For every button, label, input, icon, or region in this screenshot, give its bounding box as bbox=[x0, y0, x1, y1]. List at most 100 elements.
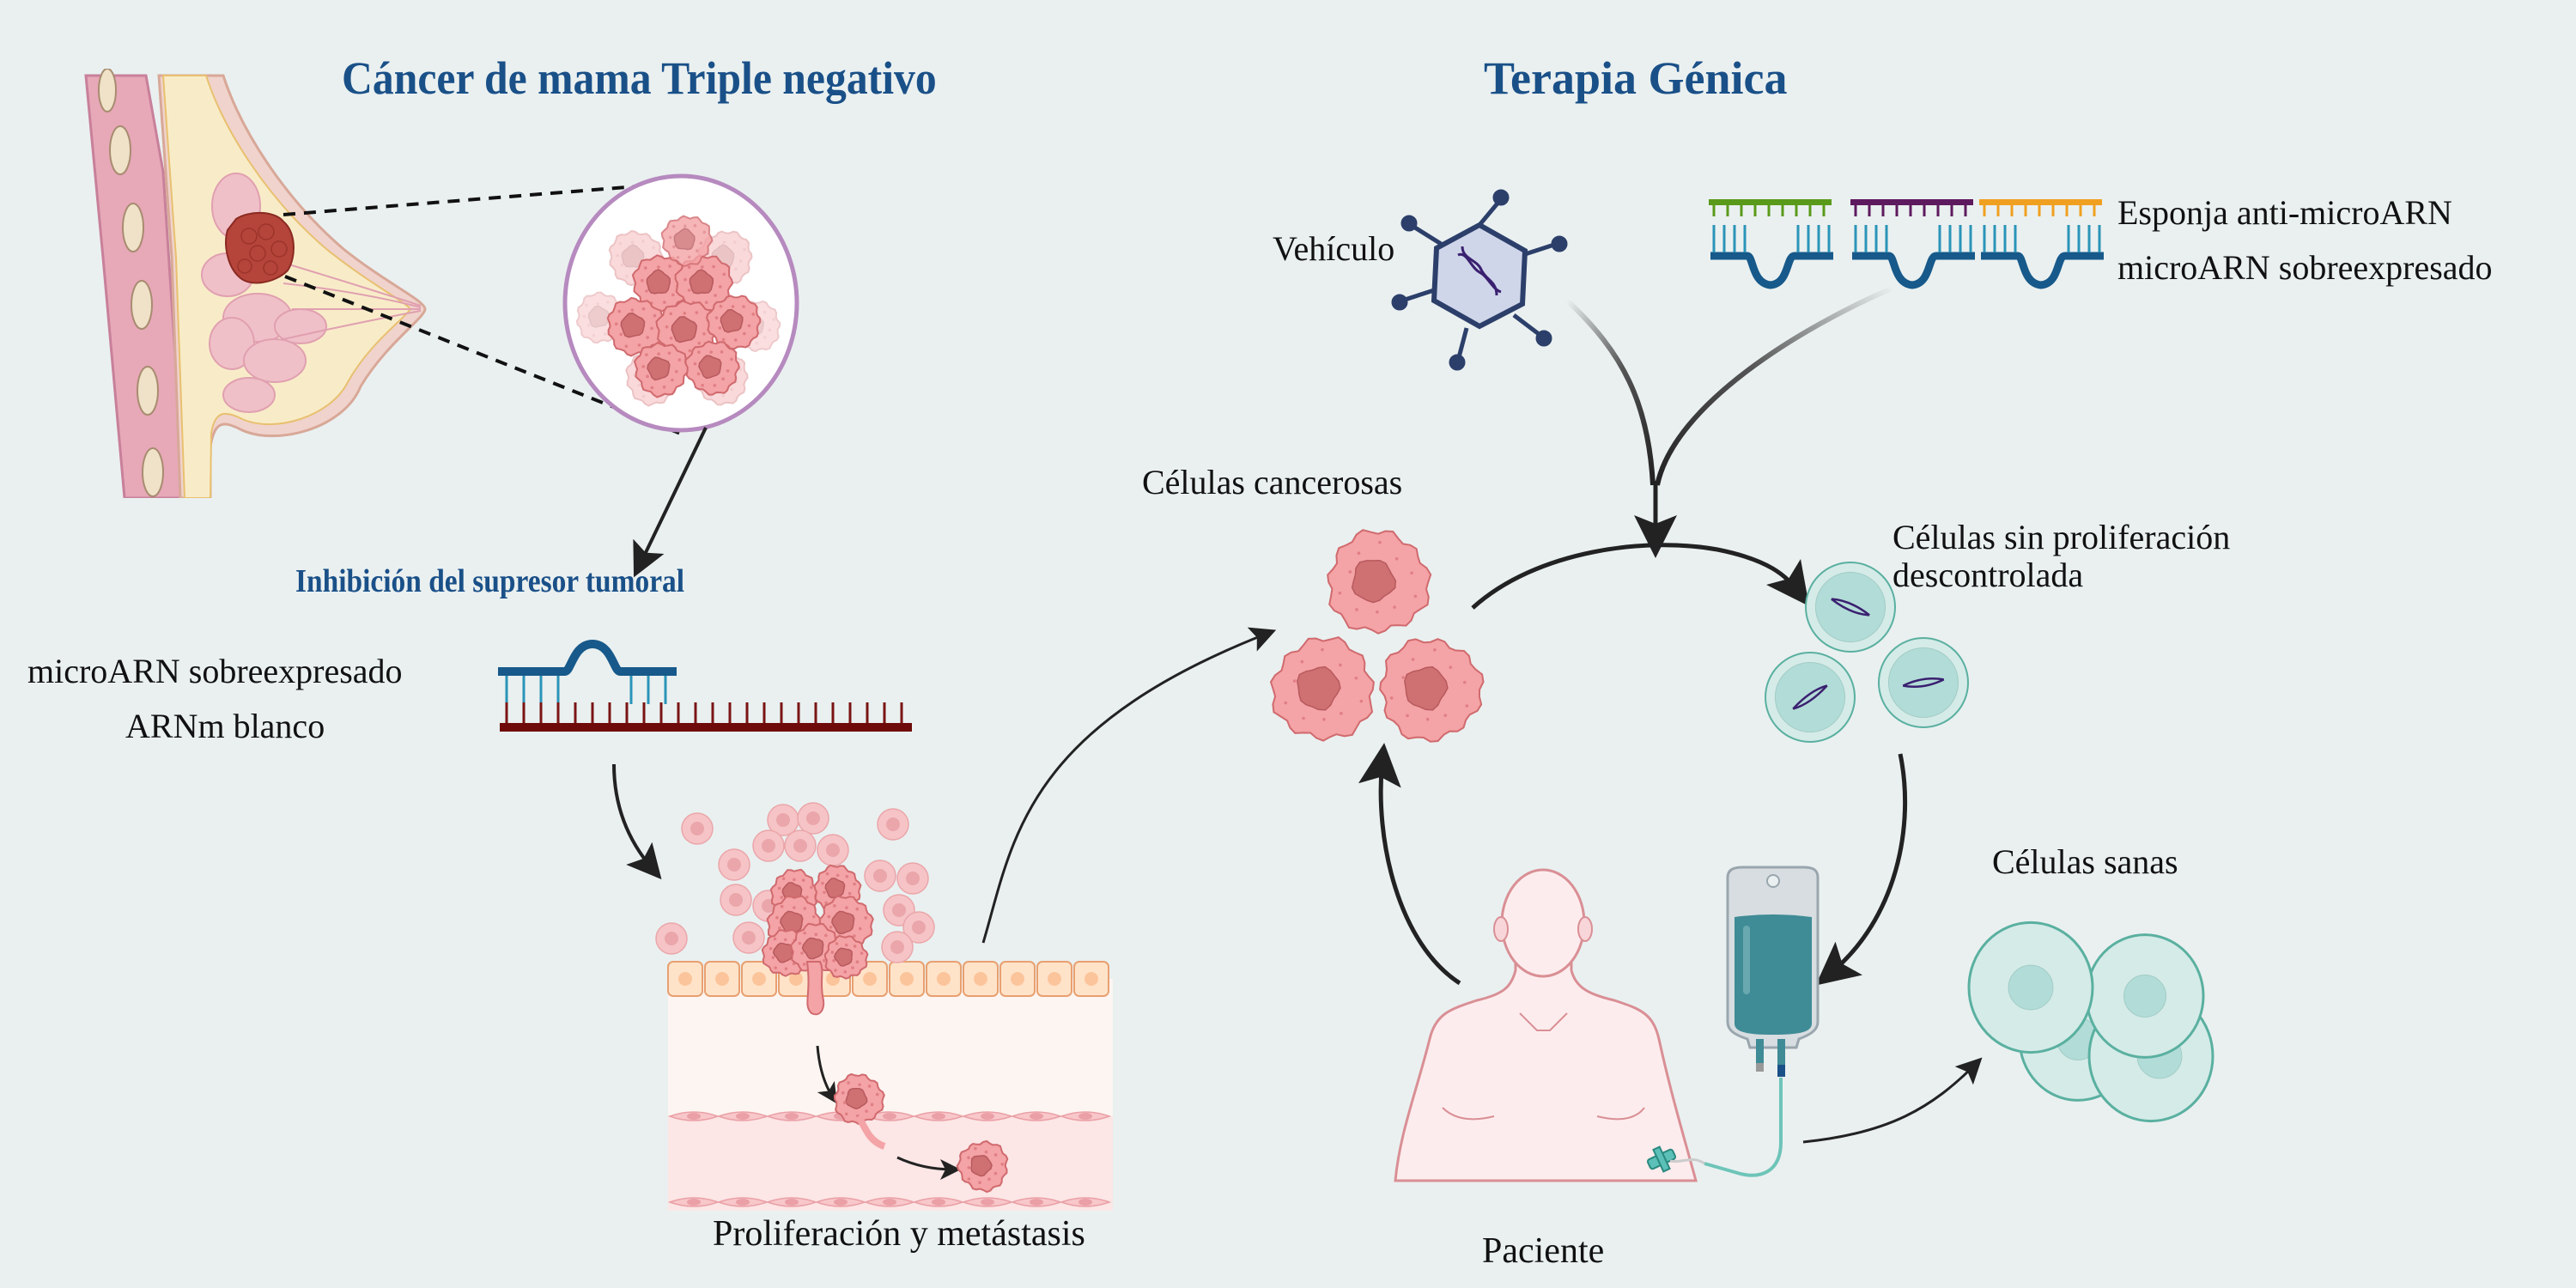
arrow-vehicle-to-merge bbox=[1564, 298, 1656, 486]
cell-nucleus bbox=[1887, 647, 1959, 719]
invasion-arrow bbox=[816, 1045, 837, 1104]
breast-anatomy-illustration bbox=[84, 69, 427, 498]
iv-bag-illustration bbox=[1669, 866, 1820, 1177]
cell-nucleus bbox=[2123, 975, 2166, 1018]
mammary-lobules bbox=[201, 173, 327, 413]
cancer-cell-nucleus bbox=[671, 316, 697, 343]
blood-vessel bbox=[668, 1116, 1113, 1211]
arrow-to-proliferation bbox=[612, 763, 662, 880]
arrow-to-inhibition bbox=[633, 427, 708, 578]
endothelial-cell bbox=[716, 1111, 769, 1121]
dna-helix-icon bbox=[1792, 684, 1828, 710]
label-healthy-cells: Células sanas bbox=[1992, 842, 2178, 881]
dna-helix-icon bbox=[1902, 677, 1944, 687]
mirna-strand bbox=[1981, 252, 2104, 289]
normal-cell bbox=[877, 808, 909, 841]
intravasation-arrow bbox=[896, 1156, 961, 1180]
cancer-cell bbox=[684, 340, 740, 396]
cell-nucleus bbox=[806, 811, 820, 825]
epithelial-cell bbox=[1036, 961, 1072, 997]
healthy-cell bbox=[2085, 933, 2205, 1059]
epithelial-cell bbox=[926, 961, 962, 997]
cancer-cell-nucleus bbox=[845, 1087, 868, 1110]
cancer-cell bbox=[1379, 638, 1485, 743]
non-proliferating-cell bbox=[1805, 562, 1896, 653]
epithelial-cell bbox=[889, 961, 925, 997]
endothelial-cell bbox=[765, 1197, 818, 1207]
endothelial-cell bbox=[863, 1111, 916, 1121]
cancer-cell-nucleus bbox=[689, 269, 714, 295]
sponge-strand bbox=[1979, 199, 2102, 205]
cell-nucleus bbox=[1814, 571, 1886, 643]
iv-tube bbox=[1704, 1078, 1783, 1177]
cell-nucleus bbox=[912, 920, 926, 934]
label-vehicle: Vehículo bbox=[1273, 229, 1395, 268]
cancer-cell-nucleus bbox=[1297, 665, 1341, 711]
invading-protrusion bbox=[805, 961, 825, 1016]
cell-nucleus bbox=[793, 839, 807, 853]
non-proliferating-cell bbox=[1765, 652, 1856, 743]
endothelial-cell bbox=[1010, 1197, 1063, 1207]
cancer-cell bbox=[606, 296, 666, 357]
arrow-iv-to-healthy bbox=[1802, 1057, 1983, 1144]
sponge-strand bbox=[1850, 199, 1973, 205]
title-breast-cancer: Cáncer de mama Triple negativo bbox=[342, 52, 937, 104]
cell-nucleus bbox=[906, 872, 920, 885]
intravasating-protrusion bbox=[855, 1115, 886, 1150]
dna-helix-icon bbox=[1831, 598, 1870, 617]
cell-nucleus bbox=[826, 843, 840, 857]
healthy-cell bbox=[1967, 920, 2094, 1054]
cancer-cell-nucleus bbox=[1404, 665, 1449, 711]
cancer-cell-nucleus bbox=[720, 308, 744, 333]
subtitle-tumor-suppressor-inhibition: Inhibición del supresor tumoral bbox=[295, 563, 685, 599]
cancer-cell-nucleus bbox=[824, 878, 846, 899]
stroma-layer bbox=[668, 979, 1113, 1116]
label-proliferation-metastasis: Proliferación y metástasis bbox=[713, 1214, 1085, 1254]
cancer-cell-nucleus bbox=[780, 910, 804, 935]
cancer-cell-nucleus bbox=[698, 355, 722, 380]
cell-nucleus bbox=[776, 813, 790, 827]
cancer-cells-group bbox=[1269, 529, 1485, 743]
normal-cell bbox=[681, 812, 714, 845]
epithelial-cell bbox=[1073, 961, 1109, 997]
cell-nucleus bbox=[665, 932, 678, 945]
epithelial-cell bbox=[963, 961, 999, 997]
epithelial-cell bbox=[704, 961, 740, 997]
arrow-treated-to-iv bbox=[1815, 753, 1908, 986]
arrow-metastasis-to-cancer-cells bbox=[981, 627, 1277, 944]
normal-cell bbox=[883, 894, 915, 927]
viral-vehicle-icon bbox=[1391, 189, 1568, 371]
cell-nucleus bbox=[890, 940, 904, 954]
label-target-mrna: ARNm blanco bbox=[125, 707, 325, 745]
cancer-cell bbox=[706, 295, 762, 350]
cell-nucleus bbox=[729, 893, 743, 907]
non-proliferating-cell bbox=[1878, 637, 1969, 728]
epithelial-cell bbox=[741, 961, 777, 997]
epithelial-cell bbox=[667, 961, 703, 997]
ribs bbox=[98, 69, 164, 497]
cancer-cell bbox=[674, 254, 734, 314]
mirna-strand bbox=[498, 639, 677, 676]
butterfly-needle-icon bbox=[1646, 1145, 1677, 1173]
normal-cell bbox=[784, 829, 817, 862]
iv-fluid bbox=[1735, 914, 1812, 1035]
cell-nucleus bbox=[2008, 964, 2054, 1011]
endothelial-cell bbox=[1059, 1111, 1112, 1121]
mirna-mrna-binding-diagram bbox=[498, 639, 912, 732]
title-gene-therapy: Terapia Génica bbox=[1484, 52, 1788, 104]
normal-cell bbox=[797, 802, 829, 835]
label-patient: Paciente bbox=[1482, 1231, 1605, 1271]
tumor-magnified-view bbox=[562, 173, 799, 433]
cancer-cell-nucleus bbox=[1351, 559, 1397, 604]
normal-cell bbox=[902, 911, 935, 944]
label-sponge: Esponja anti-microARN bbox=[2117, 193, 2452, 232]
cancer-cell bbox=[1269, 636, 1375, 742]
patient-illustration bbox=[1394, 868, 1698, 1182]
cancer-cell-nucleus bbox=[833, 947, 854, 967]
cancer-cell-nucleus bbox=[647, 356, 671, 381]
cancer-cell-nucleus bbox=[587, 305, 610, 328]
cancer-cell bbox=[1327, 529, 1432, 635]
sponge-strand bbox=[1709, 199, 1832, 205]
cancer-cell bbox=[956, 1139, 1009, 1194]
